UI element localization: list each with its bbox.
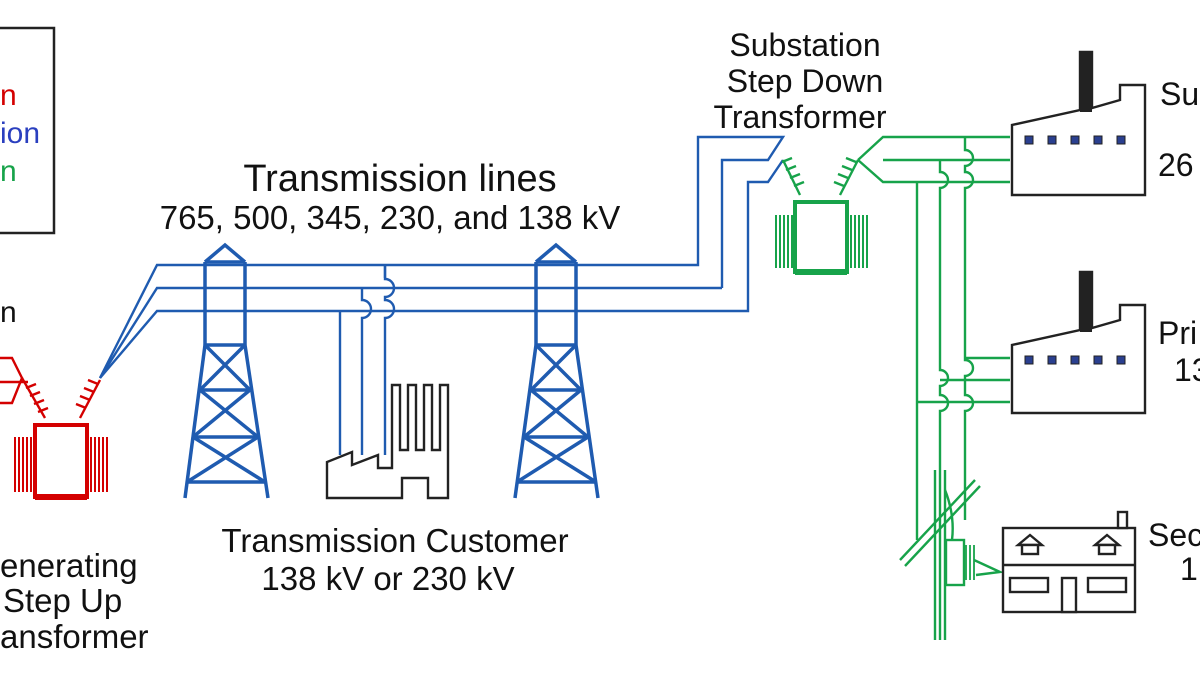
subtransmission-customer-value: 26 <box>1158 147 1194 183</box>
left-partial-label: n <box>0 296 17 329</box>
transmission-lines-voltages: 765, 500, 345, 230, and 138 kV <box>160 199 621 236</box>
transmission-lines <box>98 135 786 379</box>
secondary-customer-name: Sec <box>1148 517 1200 553</box>
primary-customer-name: Pri <box>1158 315 1197 351</box>
generating-label-line-1: enerating <box>0 547 138 584</box>
primary-customer-factory <box>1010 270 1147 415</box>
transmission-lines-title: Transmission lines <box>243 158 556 200</box>
transmission-customer-label-line-2: 138 kV or 230 kV <box>261 560 514 597</box>
generating-label-line-2: Step Up <box>3 582 122 619</box>
legend: n ion n <box>0 26 56 235</box>
transmission-customer-factory <box>325 383 450 500</box>
transmission-customer-label-line-1: Transmission Customer <box>221 522 568 559</box>
legend-box <box>0 26 56 235</box>
substation-transformer <box>775 156 868 275</box>
secondary-customer-value: 1 <box>1180 551 1198 587</box>
primary-customer-value: 13 <box>1174 352 1200 388</box>
subtransmission-customer-factory <box>1010 50 1147 197</box>
distribution-lines <box>857 135 1010 640</box>
legend-item-generation: n <box>0 79 17 112</box>
substation-label-line-3: Transformer <box>713 99 886 135</box>
secondary-customer-house <box>1001 510 1137 614</box>
legend-item-transmission: ion <box>0 117 40 150</box>
generating-label-line-3: ansformer <box>0 618 149 655</box>
legend-item-distribution: n <box>0 155 17 188</box>
subtransmission-customer-name: Su <box>1160 76 1199 112</box>
transmission-tower-2 <box>513 242 600 499</box>
substation-label-line-1: Substation <box>729 27 880 63</box>
transmission-customer-drop <box>338 265 396 455</box>
transmission-tower-1 <box>183 242 270 499</box>
substation-label-line-2: Step Down <box>727 63 884 99</box>
generating-transformer <box>0 356 108 500</box>
